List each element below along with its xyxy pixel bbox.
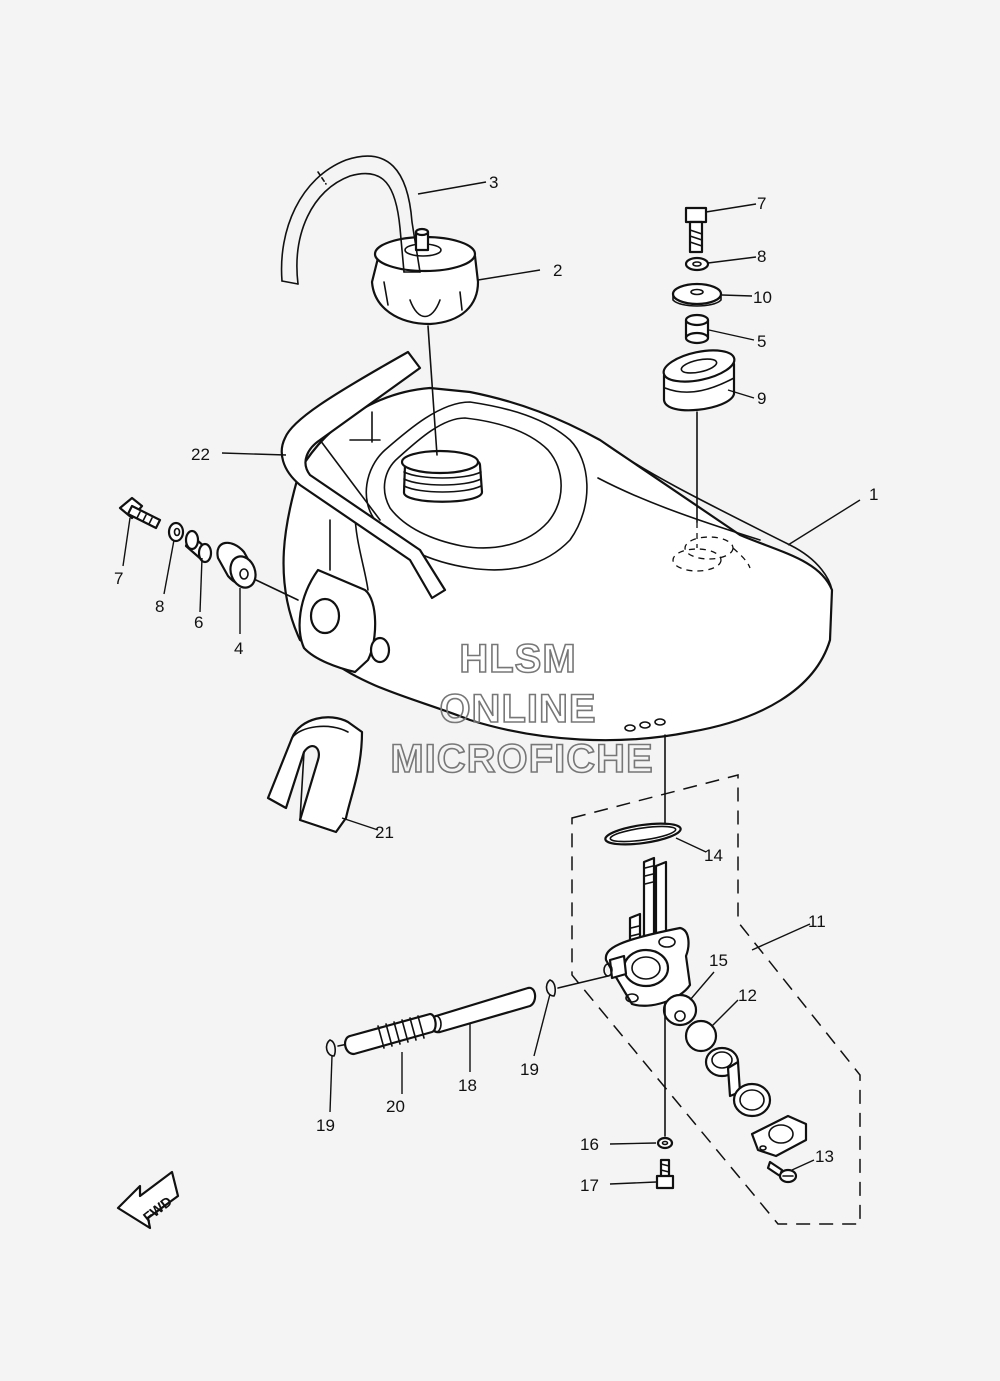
fuel-cock-assembly-outline bbox=[571, 774, 861, 1225]
breather-hose bbox=[280, 155, 421, 285]
callout-7-right: 7 bbox=[757, 194, 766, 213]
mount-bolt-upper bbox=[684, 206, 708, 254]
watermark-line-1: HLSM bbox=[459, 637, 576, 681]
fwd-arrow-icon: FWD bbox=[116, 1170, 180, 1230]
callout-3: 3 bbox=[489, 173, 498, 192]
watermark-line-2: ONLINE bbox=[439, 687, 596, 731]
callout-4: 4 bbox=[234, 639, 243, 658]
callout-19-left: 19 bbox=[316, 1116, 335, 1135]
fuel-hose bbox=[430, 986, 537, 1034]
callout-22: 22 bbox=[191, 445, 210, 464]
damper-grommet bbox=[662, 349, 736, 548]
callout-8-left: 8 bbox=[155, 597, 164, 616]
callout-11: 11 bbox=[808, 912, 826, 931]
callout-15: 15 bbox=[709, 951, 728, 970]
callout-10: 10 bbox=[753, 288, 772, 307]
fuel-cap bbox=[370, 227, 480, 456]
screw-13 bbox=[766, 1160, 798, 1184]
tank-bracket bbox=[280, 350, 447, 600]
callout-9: 9 bbox=[757, 389, 766, 408]
callout-18: 18 bbox=[458, 1076, 477, 1095]
washer-16 bbox=[656, 1136, 674, 1150]
cover-plate bbox=[750, 1114, 808, 1158]
fuel-cock bbox=[603, 856, 692, 1007]
fuel-tank bbox=[282, 386, 834, 831]
clip-right bbox=[545, 975, 609, 997]
callout-12: 12 bbox=[738, 986, 757, 1005]
tank-cushion bbox=[266, 716, 364, 834]
lever bbox=[704, 1046, 742, 1098]
callout-14: 14 bbox=[704, 846, 723, 865]
leader-lines bbox=[122, 181, 861, 1185]
callout-19-right: 19 bbox=[520, 1060, 539, 1079]
washer-lever bbox=[732, 1082, 772, 1118]
gasket-15 bbox=[662, 993, 698, 1027]
callout-5: 5 bbox=[757, 332, 766, 351]
lock-washer-left bbox=[167, 521, 185, 543]
callout-7-left: 7 bbox=[114, 569, 123, 588]
hose-protector-spring bbox=[344, 1012, 437, 1056]
callout-13: 13 bbox=[815, 1147, 834, 1166]
mount-bolt-left bbox=[118, 496, 162, 530]
callout-1: 1 bbox=[869, 485, 878, 504]
diaphragm-12 bbox=[684, 1019, 718, 1053]
grommet-left bbox=[216, 541, 299, 601]
callout-21: 21 bbox=[375, 823, 394, 842]
collar-upper bbox=[684, 313, 710, 345]
callout-17: 17 bbox=[580, 1176, 599, 1195]
callout-8-right: 8 bbox=[757, 247, 766, 266]
callout-labels: 1 2 3 4 5 6 7 7 8 8 9 10 11 12 13 14 15 … bbox=[114, 173, 878, 1195]
lock-washer-upper bbox=[684, 256, 710, 272]
callout-20: 20 bbox=[386, 1097, 405, 1116]
watermark: HLSM ONLINE MICROFICHE bbox=[390, 636, 654, 782]
callout-2: 2 bbox=[553, 261, 562, 280]
callout-16: 16 bbox=[580, 1135, 599, 1154]
callout-6: 6 bbox=[194, 613, 203, 632]
drain-bolt-17 bbox=[655, 1158, 675, 1190]
o-ring bbox=[604, 822, 682, 846]
plate-washer bbox=[671, 282, 723, 307]
collar-left bbox=[184, 529, 213, 564]
watermark-line-3: MICROFICHE bbox=[390, 737, 653, 781]
